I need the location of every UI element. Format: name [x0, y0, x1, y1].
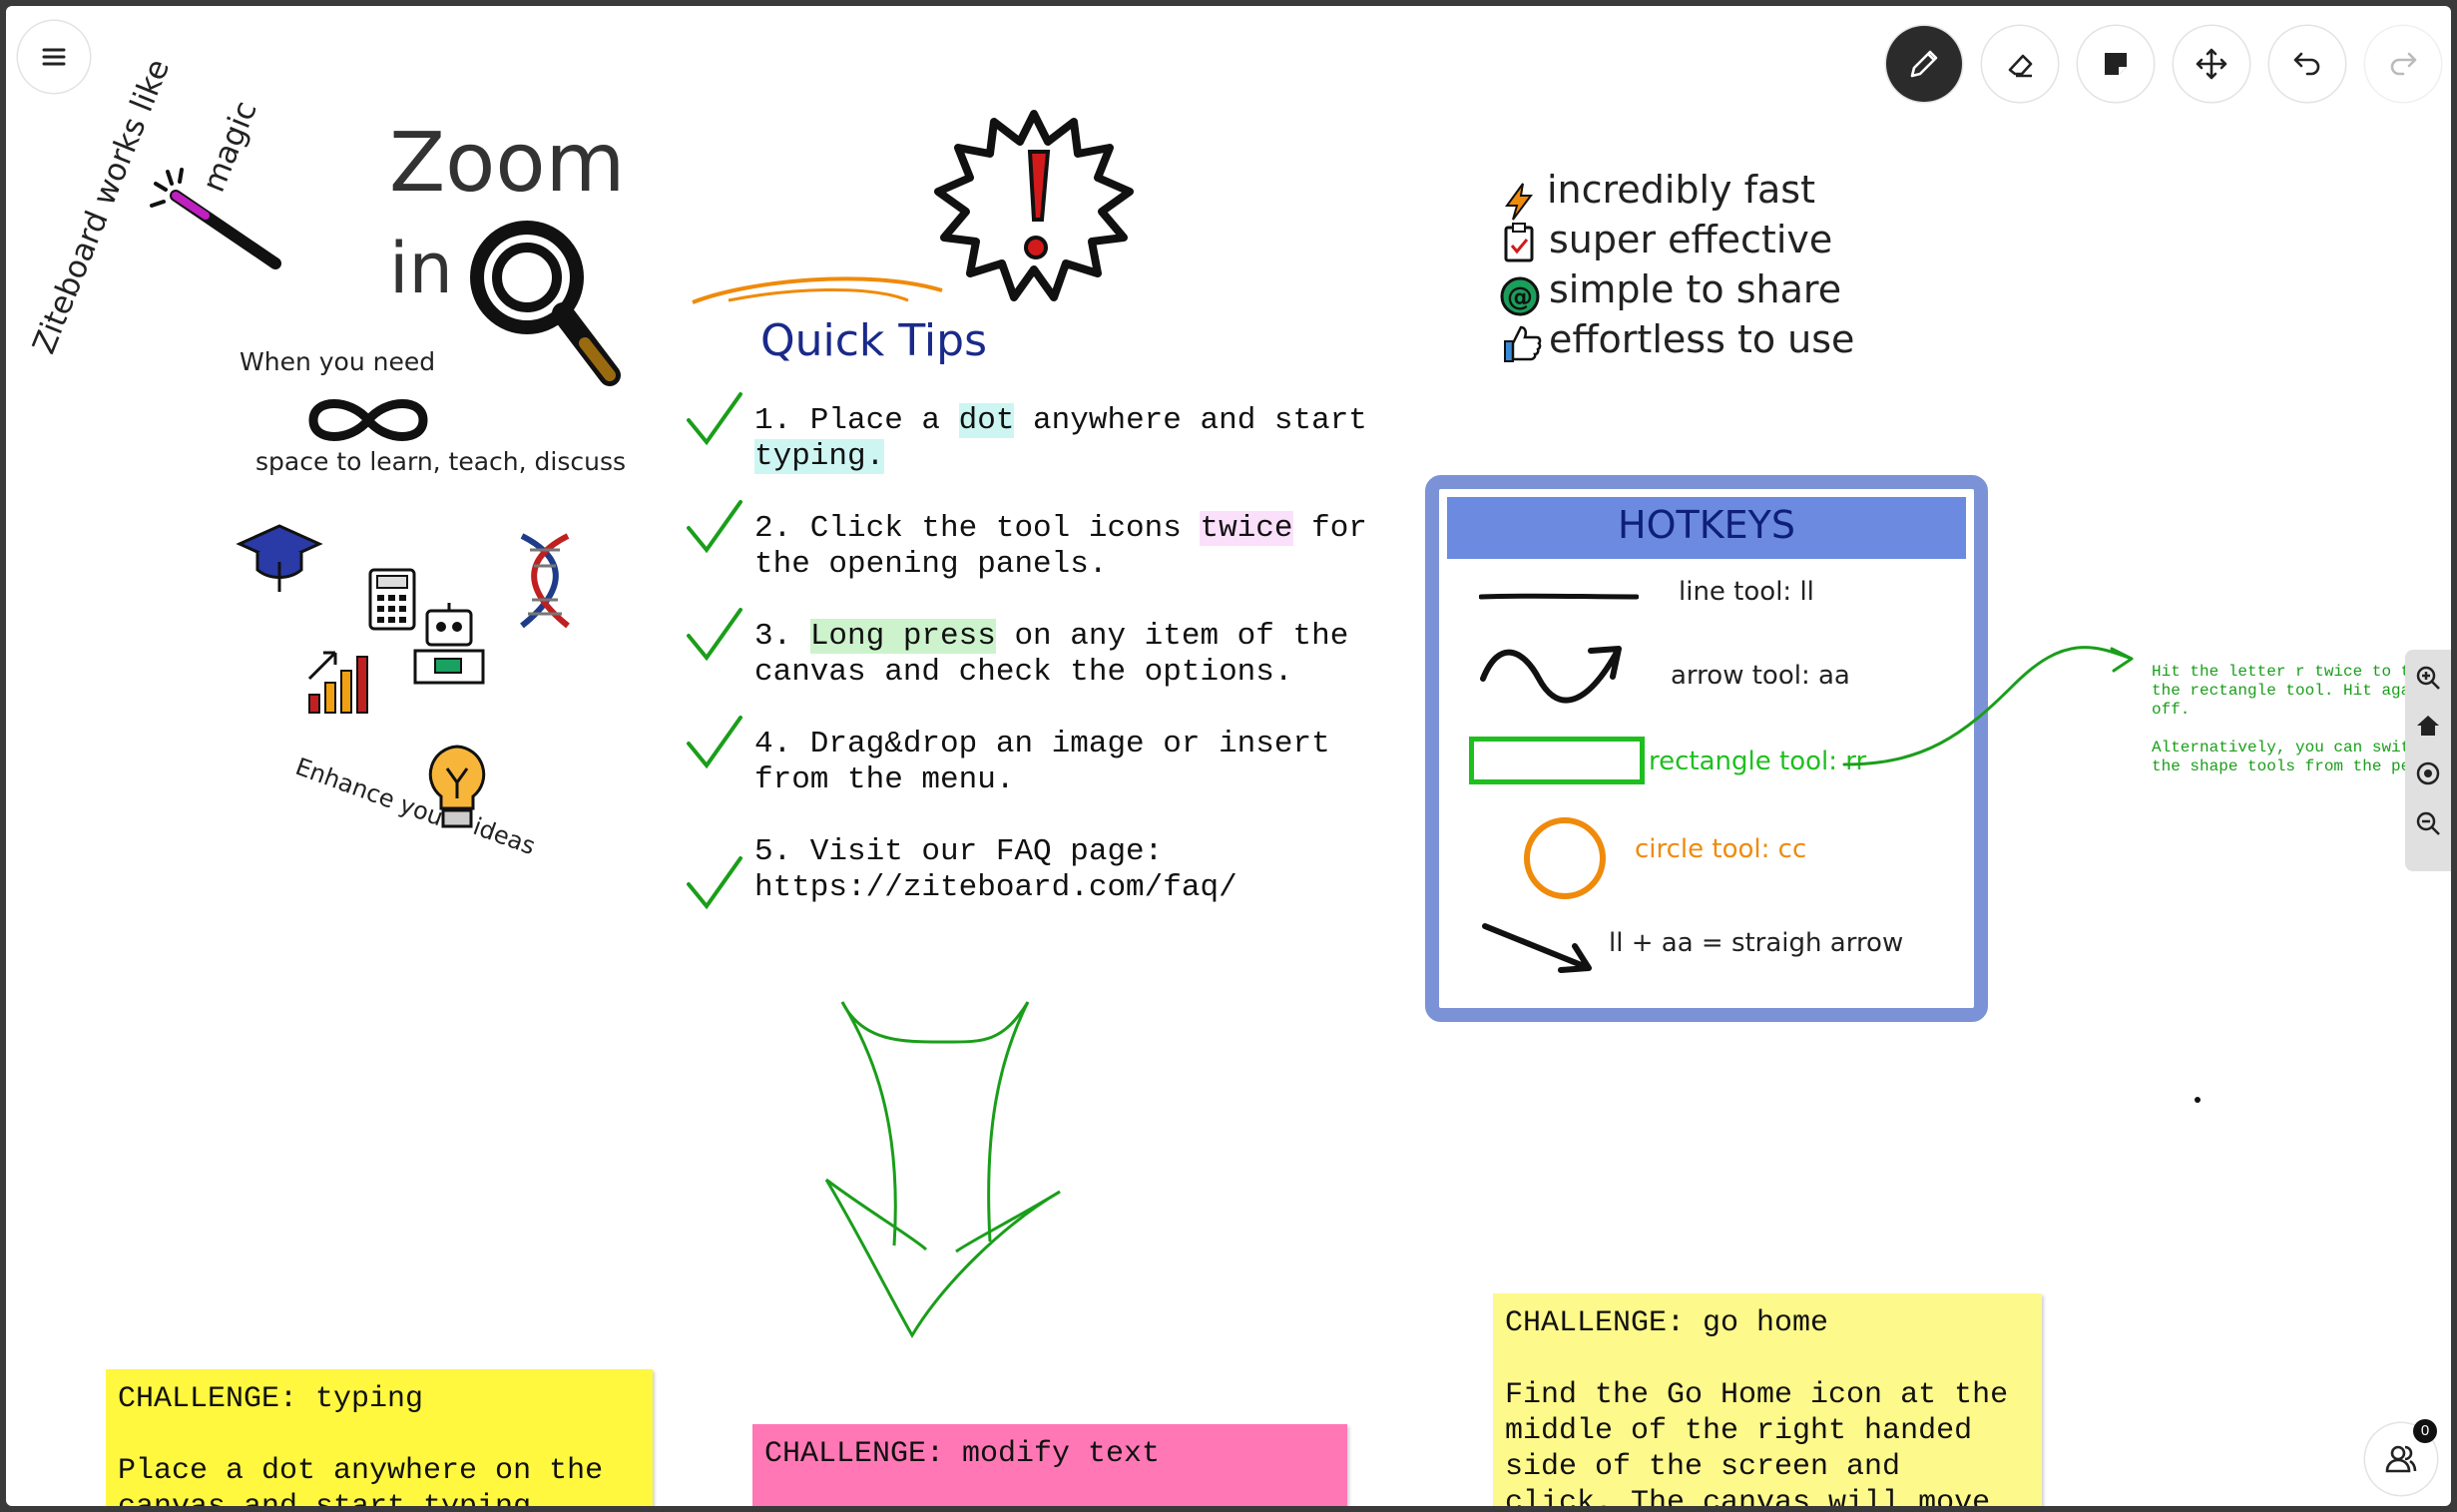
dna-icon	[520, 533, 570, 629]
calculator-icon	[368, 568, 416, 631]
pencil-tool-button[interactable]	[1886, 26, 1962, 102]
zoom-panel	[2405, 650, 2451, 871]
move-tool-button[interactable]	[2174, 26, 2249, 102]
sticky-note-go-home[interactable]: CHALLENGE: go home Find the Go Home icon…	[1493, 1293, 2042, 1506]
feature-share: simple to share	[1549, 267, 1842, 311]
rectangle-tool-sample	[1469, 737, 1645, 784]
tip-5: 5. Visit our FAQ page: https://ziteboard…	[754, 834, 1237, 905]
line-tool-sample	[1479, 593, 1639, 600]
undo-icon	[2293, 52, 2320, 76]
clipboard-icon	[1504, 223, 1534, 262]
thumbs-up-icon	[1504, 325, 1542, 362]
arrow-tool-sample	[1480, 646, 1622, 704]
zoom-out-icon[interactable]	[2414, 809, 2442, 837]
when-you-need-text: When you need	[240, 347, 436, 376]
hotkeys-title: HOTKEYS	[1618, 503, 1795, 547]
pointer-arrow-drawing	[1842, 646, 2134, 766]
tip-2: 2. Click the tool icons twice for the op…	[754, 511, 1367, 582]
magnifier-icon	[470, 221, 621, 386]
undo-button[interactable]	[2269, 26, 2345, 102]
svg-text:@: @	[1507, 282, 1533, 312]
magic-wand-icon	[150, 168, 281, 269]
target-icon[interactable]	[2414, 759, 2442, 787]
check-icon	[687, 392, 742, 446]
in-title: in	[389, 228, 453, 309]
sticky-note-tool-button[interactable]	[2078, 26, 2154, 102]
feature-fast: incredibly fast	[1547, 168, 1815, 212]
redo-button[interactable]	[2365, 26, 2441, 102]
move-icon	[2196, 48, 2227, 80]
check-icon	[687, 500, 742, 554]
hotkey-rectangle: rectangle tool: rr	[1649, 747, 1867, 776]
users-icon	[2385, 1445, 2417, 1473]
canvas[interactable]: Ziteboard works like magic Zoom in When …	[6, 6, 2451, 1506]
check-icon	[687, 608, 742, 662]
hotkey-circle: circle tool: cc	[1635, 834, 1807, 864]
redo-icon	[2390, 52, 2417, 76]
quick-tips-title: Quick Tips	[760, 315, 988, 366]
at-sign-icon: @	[1500, 276, 1540, 316]
tip-3: 3. Long press on any item of the canvas …	[754, 619, 1349, 690]
hotkey-line: line tool: ll	[1679, 577, 1814, 607]
zoom-in-icon[interactable]	[2414, 664, 2442, 692]
menu-button[interactable]	[18, 21, 90, 93]
hotkeys-panel: HOTKEYS line tool: ll arrow tool: aa rec…	[1425, 475, 1988, 1022]
users-button[interactable]: 0	[2365, 1419, 2437, 1495]
check-icon	[687, 716, 742, 769]
zoom-title: Zoom	[389, 116, 626, 211]
pencil-icon	[1910, 50, 1938, 78]
growth-chart-icon	[307, 651, 368, 714]
circle-tool-sample	[1524, 817, 1606, 899]
hotkey-arrow: arrow tool: aa	[1671, 661, 1850, 691]
hotkeys-header	[1447, 497, 1966, 559]
infinity-icon	[308, 399, 428, 441]
sticky-note-icon	[2105, 53, 2127, 75]
tip-1: 1. Place a dot anywhere and start typing…	[754, 403, 1367, 474]
ideas-text: ideas	[469, 812, 540, 861]
straight-arrow-sample	[1482, 923, 1592, 973]
lightning-icon	[1505, 183, 1533, 221]
check-icon	[687, 856, 742, 910]
hamburger-icon	[42, 48, 66, 66]
tip-4: 4. Drag&drop an image or insert from the…	[754, 727, 1330, 797]
side-note: Hit the letter r twice to turn the recta…	[2152, 663, 2451, 775]
user-count-badge: 0	[2413, 1419, 2437, 1443]
home-icon[interactable]	[2414, 712, 2442, 740]
sticky-note-typing[interactable]: CHALLENGE: typing Place a dot anywhere o…	[106, 1369, 653, 1506]
robot-icon	[413, 603, 485, 685]
feature-effortless: effortless to use	[1549, 317, 1855, 361]
graduation-cap-icon	[236, 524, 323, 592]
down-arrow-drawing	[824, 1001, 1061, 1338]
sticky-note-modify-text[interactable]: CHALLENGE: modify text	[752, 1424, 1347, 1506]
lightbulb-icon	[428, 745, 486, 828]
faq-link[interactable]: https://ziteboard.com/faq/	[754, 870, 1237, 905]
canvas-dot	[2195, 1097, 2201, 1103]
space-to-learn-text: space to learn, teach, discuss	[255, 447, 627, 476]
exclamation-burst-icon	[934, 110, 1134, 301]
feature-effective: super effective	[1549, 218, 1833, 261]
orange-scribble	[692, 276, 943, 304]
hotkey-straight-arrow: ll + aa = straigh arrow	[1609, 928, 1904, 958]
eraser-tool-button[interactable]	[1982, 26, 2058, 102]
eraser-icon	[2008, 54, 2033, 78]
